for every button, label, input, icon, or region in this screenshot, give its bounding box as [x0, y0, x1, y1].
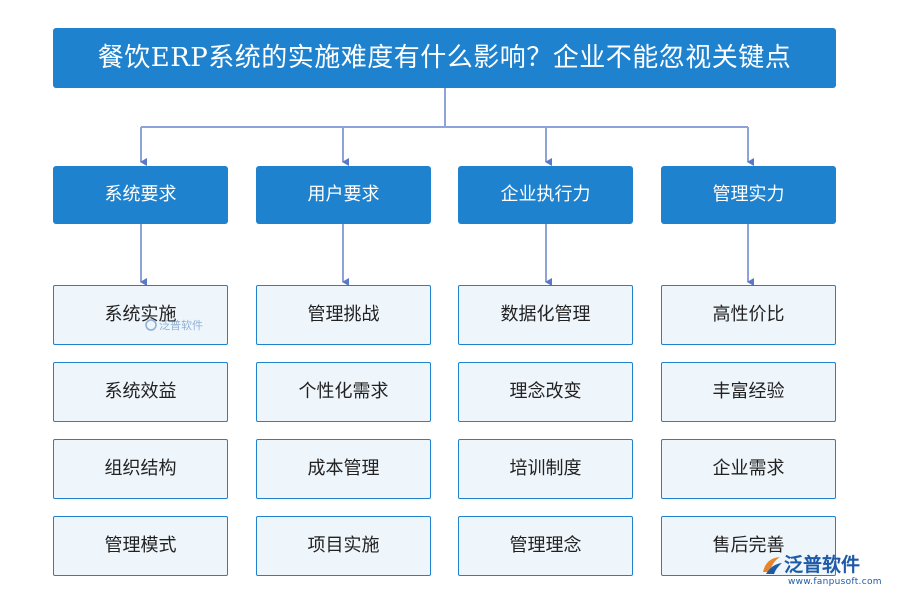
watermark-name: 泛普软件: [784, 554, 861, 576]
item-box: 高性价比: [661, 285, 836, 345]
watermark-url: www.fanpusoft.com: [788, 577, 882, 587]
item-box: 管理挑战: [256, 285, 431, 345]
fanpu-logo-icon: [145, 319, 157, 331]
fanpu-logo-icon: [763, 557, 782, 574]
item-box: 个性化需求: [256, 362, 431, 422]
item-box: 项目实施: [256, 516, 431, 576]
item-box: 企业需求: [661, 439, 836, 499]
item-box: 系统效益: [53, 362, 228, 422]
item-box: 理念改变: [458, 362, 633, 422]
category-header: 用户要求: [256, 166, 431, 224]
item-box: 组织结构: [53, 439, 228, 499]
item-box: 系统实施: [53, 285, 228, 345]
watermark-small-name: 泛普软件: [159, 319, 203, 332]
diagram-title: 餐饮ERP系统的实施难度有什么影响？企业不能忽视关键点: [53, 28, 836, 88]
item-box: 数据化管理: [458, 285, 633, 345]
watermark-small: 泛普软件: [145, 315, 215, 337]
item-box: 售后完善: [661, 516, 836, 576]
item-box: 管理模式: [53, 516, 228, 576]
watermark-logo: 泛普软件 www.fanpusoft.com: [760, 550, 890, 594]
item-box: 管理理念: [458, 516, 633, 576]
item-box: 成本管理: [256, 439, 431, 499]
category-header: 企业执行力: [458, 166, 633, 224]
category-header: 系统要求: [53, 166, 228, 224]
category-header: 管理实力: [661, 166, 836, 224]
item-box: 丰富经验: [661, 362, 836, 422]
item-box: 培训制度: [458, 439, 633, 499]
